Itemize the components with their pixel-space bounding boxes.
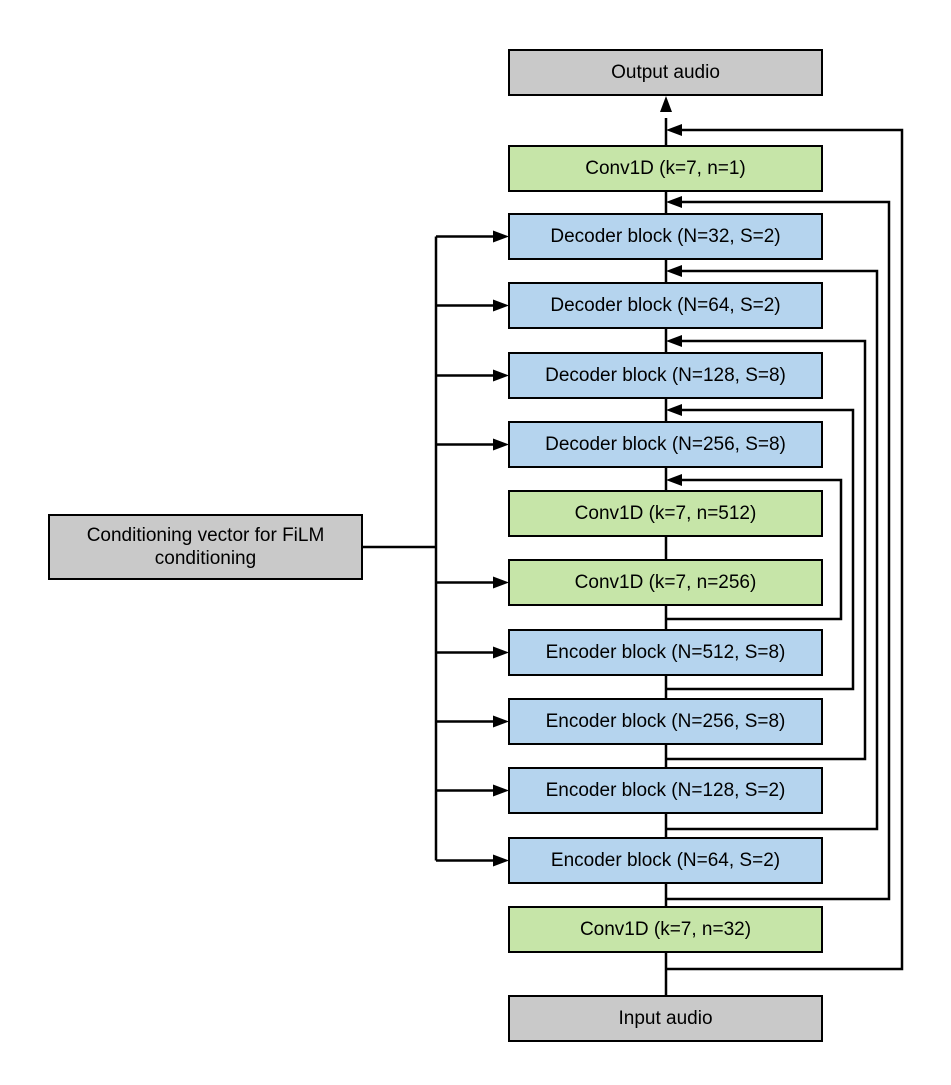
conv1d-in-label: Conv1D (k=7, n=32) (580, 919, 751, 940)
conv1d-out-box (508, 145, 823, 192)
decoder-block-32-label: Decoder block (N=32, S=2) (550, 226, 780, 247)
conditioning-arrowhead-decoder-block-32 (493, 230, 509, 243)
skip-connection-line-2 (666, 200, 891, 901)
connectors (362, 96, 904, 996)
skip-connection-arrowhead-4 (666, 335, 682, 347)
encoder-block-64-box (508, 837, 823, 884)
skip-connection-line-5 (666, 408, 855, 691)
skip-connection-line-1 (666, 128, 904, 971)
conv1d-out-node: Conv1D (k=7, n=1) (508, 145, 823, 192)
conditioning-arrowhead-decoder-block-256 (493, 438, 509, 451)
conditioning-arrowhead-encoder-block-256 (493, 715, 509, 728)
conditioning-arrowhead-encoder-block-128 (493, 784, 509, 797)
decoder-block-64-box (508, 282, 823, 329)
conditioning-vector-label-line-2: conditioning (155, 548, 256, 569)
input-audio-node: Input audio (508, 995, 823, 1042)
skip-connection-arrowhead-6 (666, 474, 682, 486)
conditioning-arrowhead-conv1d-256 (493, 576, 509, 589)
input-audio-label: Input audio (618, 1008, 712, 1029)
encoder-block-64-node: Encoder block (N=64, S=2) (508, 837, 823, 884)
conv1d-512-node: Conv1D (k=7, n=512) (508, 490, 823, 537)
conditioning-arrowhead-decoder-block-128 (493, 369, 509, 382)
conditioning-vector-label-line-1: Conditioning vector for FiLM (87, 525, 325, 546)
skip-connection-line-4 (666, 339, 867, 761)
skip-connection-arrowhead-1 (666, 124, 682, 136)
encoder-block-256-box (508, 698, 823, 745)
decoder-block-256-label: Decoder block (N=256, S=8) (545, 434, 786, 455)
encoder-block-512-box (508, 629, 823, 676)
decoder-block-64-node: Decoder block (N=64, S=2) (508, 282, 823, 329)
conditioning-vector-box (48, 514, 363, 580)
input-audio-box (508, 995, 823, 1042)
encoder-block-64-label: Encoder block (N=64, S=2) (551, 850, 780, 871)
encoder-block-256-label: Encoder block (N=256, S=8) (546, 711, 786, 732)
conv1d-256-node: Conv1D (k=7, n=256) (508, 559, 823, 606)
skip-connection-line-3 (666, 269, 879, 831)
encoder-block-512-label: Encoder block (N=512, S=8) (546, 642, 786, 663)
output-audio-node: Output audio (508, 49, 823, 96)
skip-connection-arrowhead-5 (666, 404, 682, 416)
decoder-block-256-node: Decoder block (N=256, S=8) (508, 421, 823, 468)
encoder-block-512-node: Encoder block (N=512, S=8) (508, 629, 823, 676)
output-audio-label: Output audio (611, 62, 720, 83)
decoder-block-64-label: Decoder block (N=64, S=2) (550, 295, 780, 316)
output-arrowhead (660, 96, 672, 112)
conv1d-256-box (508, 559, 823, 606)
conv1d-out-label: Conv1D (k=7, n=1) (585, 158, 746, 179)
output-audio-box (508, 49, 823, 96)
decoder-block-128-box (508, 352, 823, 399)
conv1d-in-node: Conv1D (k=7, n=32) (508, 906, 823, 953)
decoder-block-128-label: Decoder block (N=128, S=8) (545, 365, 786, 386)
encoder-block-128-node: Encoder block (N=128, S=2) (508, 767, 823, 814)
skip-connection-arrowhead-3 (666, 265, 682, 277)
decoder-block-256-box (508, 421, 823, 468)
encoder-block-128-box (508, 767, 823, 814)
decoder-block-32-node: Decoder block (N=32, S=2) (508, 213, 823, 260)
conv1d-256-label: Conv1D (k=7, n=256) (575, 572, 757, 593)
skip-connection-arrowhead-2 (666, 196, 682, 208)
encoder-block-128-label: Encoder block (N=128, S=2) (546, 780, 786, 801)
conv1d-512-label: Conv1D (k=7, n=512) (575, 503, 757, 524)
decoder-block-32-box (508, 213, 823, 260)
decoder-block-128-node: Decoder block (N=128, S=8) (508, 352, 823, 399)
conditioning-arrowhead-encoder-block-64 (493, 854, 509, 867)
encoder-block-256-node: Encoder block (N=256, S=8) (508, 698, 823, 745)
conditioning-arrowhead-encoder-block-512 (493, 646, 509, 659)
conv1d-512-box (508, 490, 823, 537)
skip-connection-line-6 (666, 478, 843, 621)
conditioning-arrowhead-decoder-block-64 (493, 299, 509, 312)
conv1d-in-box (508, 906, 823, 953)
